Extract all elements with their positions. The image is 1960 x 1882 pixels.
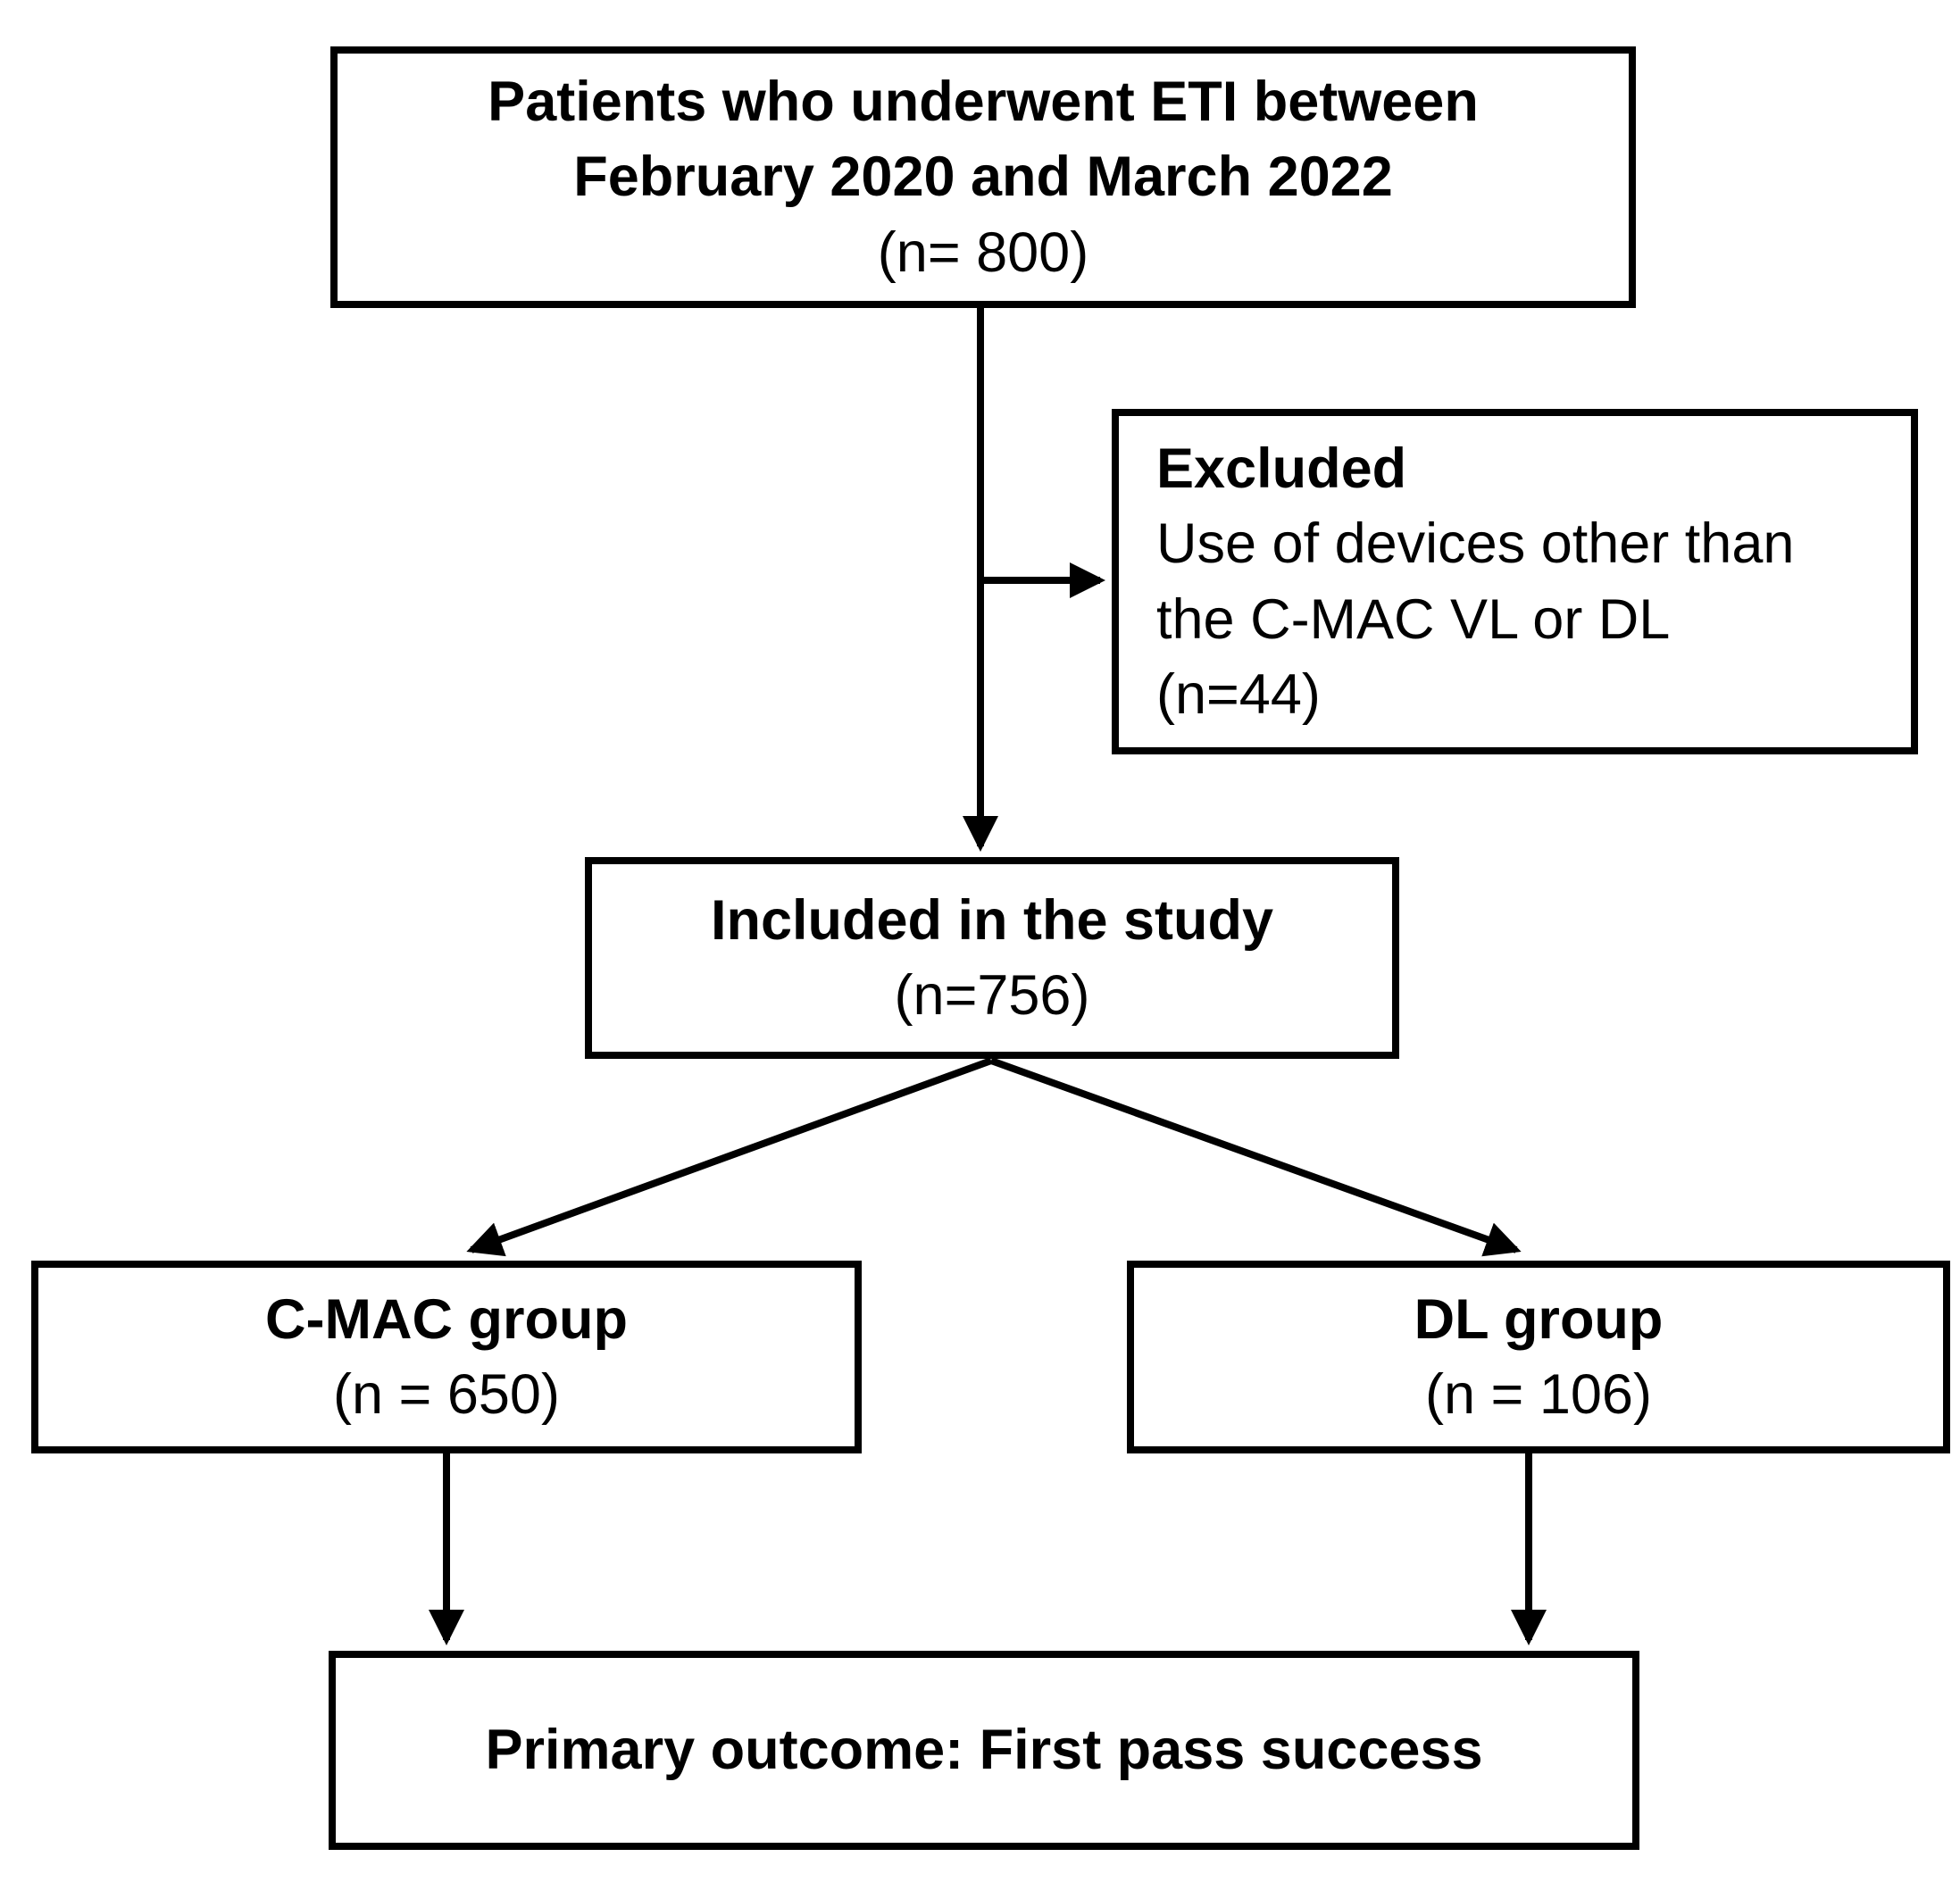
included-title: Included in the study xyxy=(710,888,1274,952)
dl-group-n-label: (n = 106) xyxy=(1425,1363,1652,1426)
excluded-n-label: (n=44) xyxy=(1156,662,1321,726)
box-dl-group: DL group (n = 106) xyxy=(1127,1261,1950,1453)
enrollment-line1: Patients who underwent ETI between xyxy=(488,70,1479,133)
arrow-included-to-dl-group xyxy=(989,1057,1522,1257)
excluded-reason-line1: Use of devices other than xyxy=(1156,512,1795,576)
enrollment-n-label: (n= 800) xyxy=(877,221,1089,284)
excluded-title: Excluded xyxy=(1156,437,1407,500)
box-included: Included in the study (n=756) xyxy=(585,857,1399,1059)
primary-outcome-title: Primary outcome: First pass success xyxy=(485,1719,1483,1782)
included-n-label: (n=756) xyxy=(894,964,1090,1027)
enrollment-line2: February 2020 and March 2022 xyxy=(573,146,1393,209)
box-cmac-group: C-MAC group (n = 650) xyxy=(31,1261,862,1453)
box-primary-outcome: Primary outcome: First pass success xyxy=(329,1651,1639,1850)
excluded-reason-line2: the C-MAC VL or DL xyxy=(1156,587,1671,651)
cmac-group-n-label: (n = 650) xyxy=(333,1363,560,1426)
dl-group-title: DL group xyxy=(1414,1287,1664,1351)
box-enrollment: Patients who underwent ETI between Febru… xyxy=(330,46,1636,308)
arrow-included-to-cmac-group xyxy=(466,1057,993,1257)
cmac-group-title: C-MAC group xyxy=(265,1287,628,1351)
box-excluded: Excluded Use of devices other than the C… xyxy=(1112,409,1918,754)
